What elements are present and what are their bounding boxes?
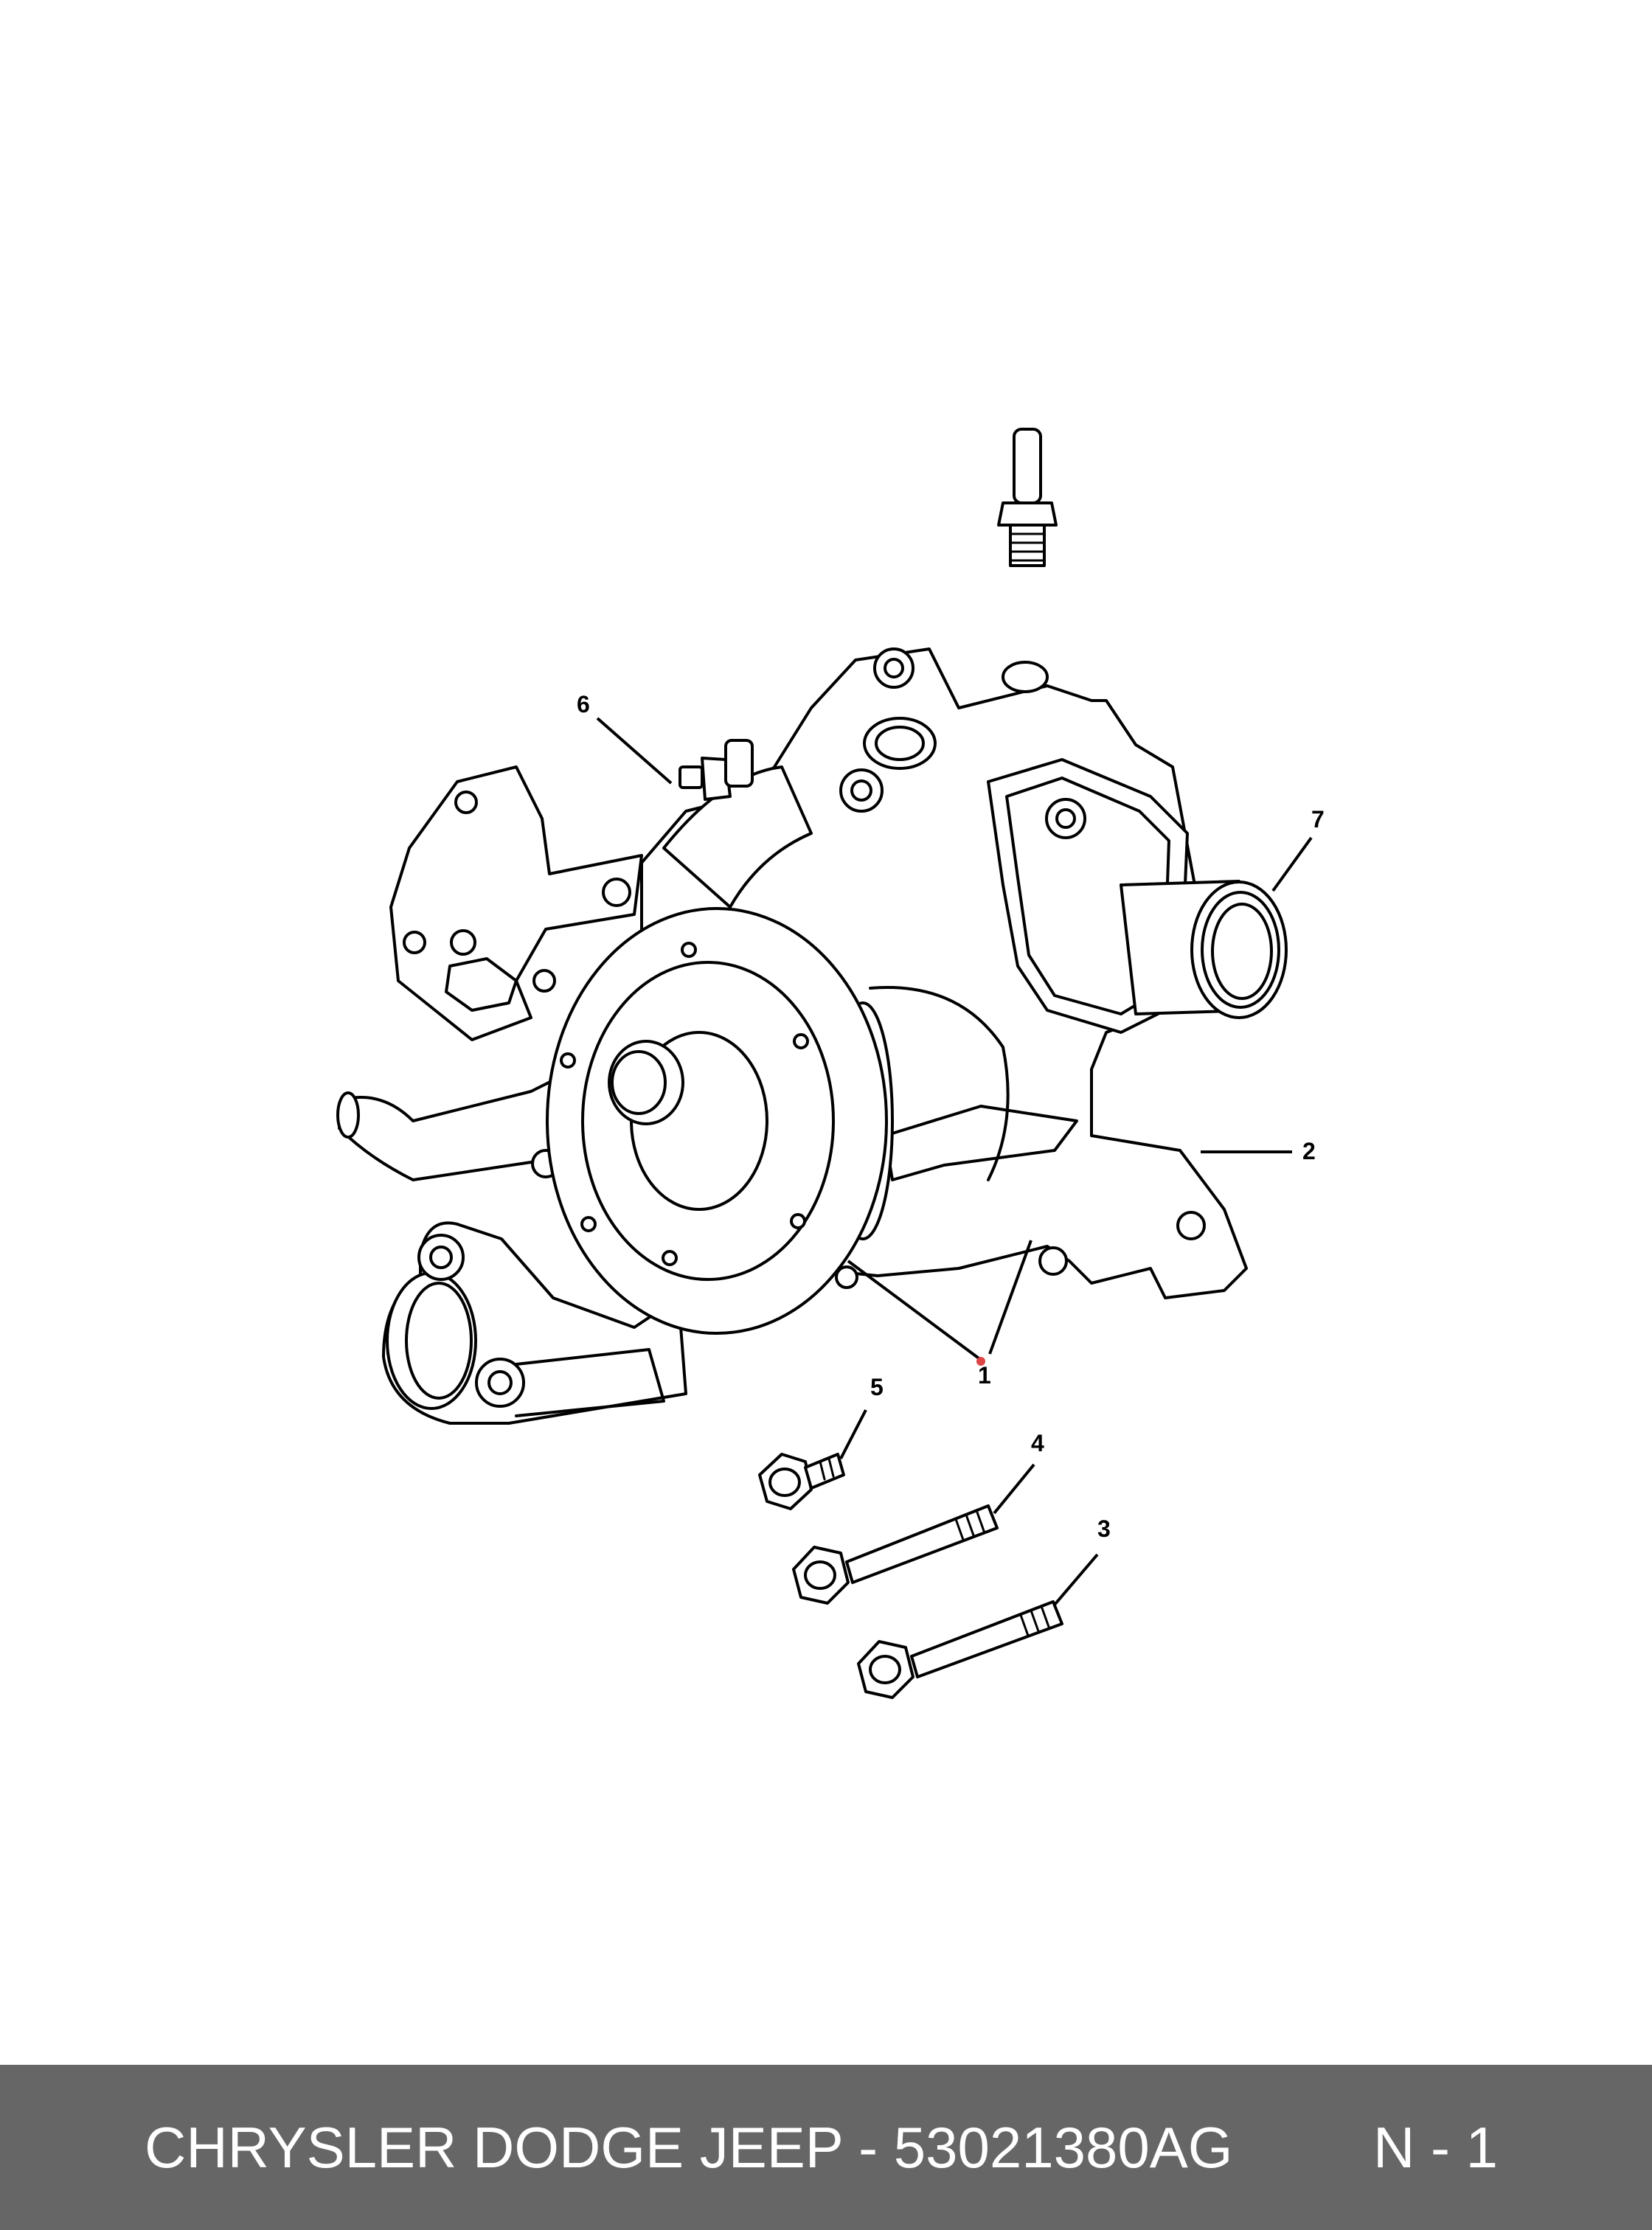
callout-7: 7 (1311, 806, 1325, 833)
callout-labels: 1 2 3 4 5 6 7 (577, 691, 1325, 1542)
callout-1: 1 (978, 1362, 991, 1389)
footer-title: CHRYSLER DODGE JEEP - 53021380AG (145, 2115, 1233, 2180)
stud-6 (678, 739, 754, 801)
leader-1b (988, 1240, 1032, 1355)
callout-2: 2 (1302, 1138, 1316, 1164)
bolt-3 (857, 1600, 1063, 1699)
footer-ref: N - 1 (1373, 2115, 1499, 2180)
leader-4 (993, 1463, 1035, 1515)
leader-6 (596, 717, 673, 785)
leader-5 (839, 1409, 867, 1459)
callout-4: 4 (1031, 1430, 1044, 1456)
callout-lines (596, 717, 1313, 1606)
leader-1-dot (976, 1357, 985, 1366)
callout-6: 6 (577, 691, 590, 718)
callout-3: 3 (1097, 1515, 1111, 1542)
callout-5: 5 (870, 1374, 884, 1400)
bolt-5 (758, 1453, 845, 1510)
parts-diagram-svg: 1 2 3 4 5 6 7 (336, 428, 1325, 1699)
stud-part (997, 428, 1058, 567)
pulley-hub (546, 907, 894, 1335)
footer-bar: CHRYSLER DODGE JEEP - 53021380AG N - 1 (0, 2065, 1652, 2230)
bolt-4 (792, 1504, 999, 1605)
outlet-fitting (987, 758, 1288, 1034)
leader-7 (1271, 836, 1313, 892)
leader-3 (1053, 1553, 1099, 1606)
parts-diagram: 1 2 3 4 5 6 7 (336, 428, 1325, 1699)
leader-1a (847, 1260, 982, 1361)
